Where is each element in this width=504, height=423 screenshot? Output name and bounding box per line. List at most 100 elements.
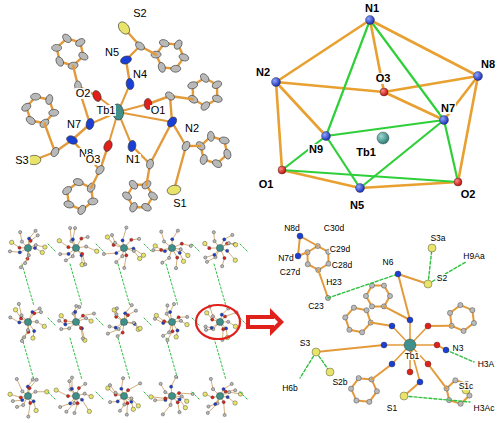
atom (92, 312, 95, 315)
atom (114, 326, 117, 329)
hydrogen-bond (96, 318, 104, 326)
atom (161, 413, 164, 416)
atom (108, 400, 111, 403)
atom (69, 226, 72, 229)
hydrogen-bond (144, 318, 152, 326)
atom (164, 397, 167, 400)
atom-label: C29d (329, 245, 351, 254)
bond (316, 345, 384, 352)
atom (125, 254, 128, 257)
atom-label: C27d (279, 268, 301, 277)
atom-label: N9 (308, 144, 324, 155)
bond (428, 364, 447, 388)
atom (417, 379, 423, 385)
atom (177, 316, 180, 319)
atom (18, 321, 21, 324)
hydrogen-bond (48, 392, 56, 400)
atom (80, 398, 83, 401)
atom (33, 312, 36, 315)
atom-ellipsoid (199, 154, 208, 165)
bond (17, 379, 23, 391)
packing-panel (8, 226, 248, 418)
atom-ellipsoid (116, 20, 132, 37)
hydrogen-bond (22, 338, 34, 380)
atom-label: N5 (349, 200, 365, 211)
atom (364, 308, 369, 313)
atom (116, 335, 119, 338)
atom-label: O2 (75, 88, 92, 99)
atom (222, 328, 225, 331)
atom (185, 399, 189, 403)
bond (28, 403, 30, 417)
atom (297, 233, 303, 239)
atom (377, 132, 389, 144)
atom-label: N1 (364, 3, 380, 14)
hydrogen-bond (96, 392, 104, 400)
hbond-panel (295, 233, 477, 406)
atom (9, 316, 12, 319)
atom-ellipsoid (94, 164, 106, 176)
atom-ellipsoid (65, 134, 78, 146)
atom (204, 325, 207, 328)
atom (57, 238, 61, 242)
atom (474, 72, 483, 81)
atom (223, 256, 226, 259)
atom-label: N1 (125, 154, 141, 165)
atom-ellipsoid (30, 93, 40, 100)
atom (120, 318, 127, 325)
hydrogen-bond (166, 264, 178, 306)
atom (85, 245, 88, 248)
atom-label: S2 (132, 8, 147, 19)
atom (105, 235, 109, 239)
atom-label: O1 (258, 179, 275, 190)
atom-ellipsoid (134, 40, 146, 52)
atom (110, 233, 113, 236)
atom-label: N2 (184, 123, 200, 134)
atom-ellipsoid (157, 62, 166, 73)
atom (73, 226, 76, 229)
bond (82, 328, 85, 340)
atom (64, 259, 67, 262)
bond (104, 253, 116, 255)
atom (132, 249, 135, 252)
atom (159, 382, 162, 385)
atom (203, 241, 207, 245)
atom-ellipsoid (85, 118, 95, 131)
atom (70, 387, 73, 390)
atom-ellipsoid (54, 56, 65, 68)
atom (28, 387, 31, 390)
atom (79, 326, 82, 329)
hydrogen-bond (118, 264, 130, 306)
atom (211, 388, 214, 391)
atom-label: Tb1 (96, 105, 117, 116)
atom (170, 385, 173, 388)
atom (326, 368, 334, 376)
atom-label: S1 (172, 198, 187, 209)
atom (216, 392, 223, 399)
atom (179, 248, 182, 251)
hydrogen-bond (428, 248, 432, 284)
atom-ellipsoid (165, 115, 178, 129)
atom (77, 386, 80, 389)
atom (60, 327, 63, 330)
atom (434, 342, 440, 348)
atom-label: S2 (436, 274, 448, 283)
atom-label: Tb1 (404, 352, 421, 361)
atom (223, 413, 226, 416)
atom (116, 400, 119, 403)
bond (44, 123, 55, 152)
atom (204, 256, 207, 259)
atom (19, 266, 22, 269)
atom (233, 401, 237, 405)
atom (149, 395, 153, 399)
atom (162, 240, 165, 243)
atom-ellipsoid (127, 140, 137, 153)
atom-ellipsoid (74, 37, 86, 48)
atom (356, 184, 365, 193)
atom-ellipsoid (146, 158, 155, 169)
atom-ellipsoid (181, 140, 192, 152)
hydrogen-bond (214, 264, 226, 306)
atom (367, 399, 372, 404)
atom (81, 314, 84, 317)
